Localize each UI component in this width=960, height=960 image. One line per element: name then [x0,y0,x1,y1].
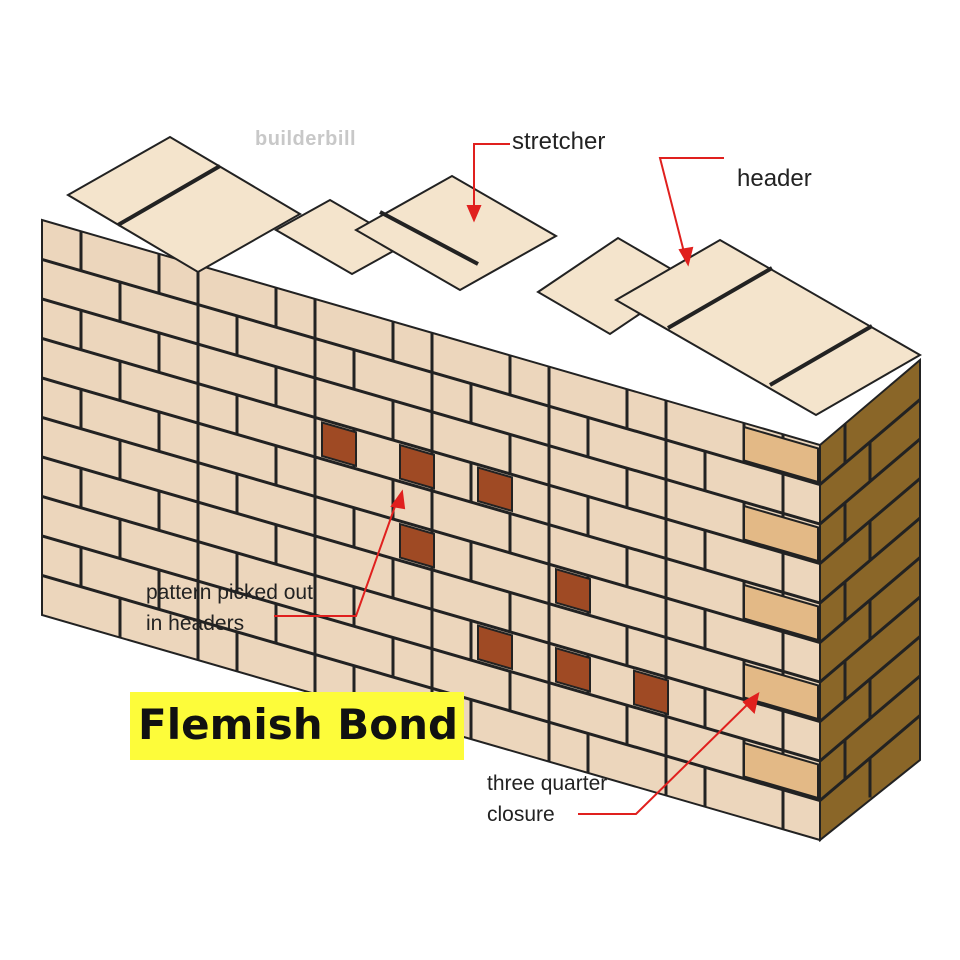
closure-brick [743,662,819,721]
dark-header-brick [477,624,513,671]
title-highlight [130,692,464,760]
header-leader [658,157,724,261]
closure-brick [743,741,819,800]
closure-brick [743,583,819,642]
closure-label-line-1: three quarter [487,772,608,795]
dark-header-brick [555,567,591,614]
header-arrowhead [678,246,694,267]
closure-brick [743,425,819,484]
top-brick-1 [66,135,302,274]
end-brick-joints [820,398,920,802]
leader-lines [274,143,760,815]
stretcher-arrowhead [466,205,482,223]
closure-brick [743,504,819,563]
top-brick-3 [353,174,559,292]
top-brick-joint [768,324,874,387]
pattern-label: pattern picked out in headers [146,577,313,639]
top-brick-joint [379,210,479,266]
pattern-arrowhead [390,489,406,510]
watermark-text: builderbill [255,128,357,150]
pattern-label-line-1: pattern picked out [146,581,313,604]
dark-header-brick [477,466,513,513]
dark-header-pattern [321,421,669,716]
stretcher-label: stretcher [512,128,606,155]
diagram-title: Flemish Bond [138,700,459,749]
top-brick-joint [667,266,773,330]
top-brick-joint [116,164,222,227]
top-course-bricks [66,135,923,417]
closure-leader [578,699,753,815]
dark-header-brick [555,646,591,693]
pattern-leader [274,497,399,617]
dark-header-brick [633,669,669,716]
closure-label: three quarter closure [487,768,607,830]
header-label: header [737,165,812,192]
dark-header-brick [399,443,435,490]
three-quarter-closures [743,425,819,800]
closure-arrowhead [742,692,760,714]
stretcher-leader [473,143,510,212]
closure-label-line-2: closure [487,803,555,826]
dark-header-brick [399,522,435,569]
dark-header-brick [321,421,357,468]
pattern-label-line-2: in headers [146,612,245,635]
